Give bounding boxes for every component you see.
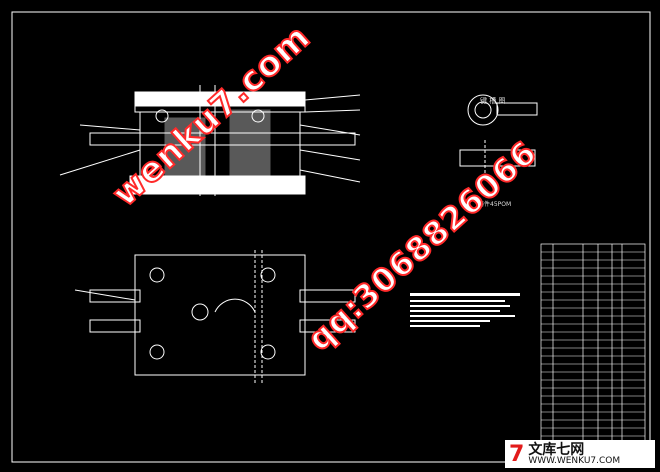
logo-text-cn: 文库七网 — [528, 441, 585, 458]
top-view — [74, 250, 356, 385]
notes-block — [410, 293, 520, 327]
parts-table-rows — [541, 251, 645, 437]
logo-mark: 7 — [509, 441, 525, 467]
logo-url: WWW.WENKU7.COM — [528, 455, 621, 466]
parts-table — [540, 243, 646, 445]
detail-caption: 铸件45POM — [478, 201, 512, 208]
detail-title: 键 槽 图 — [480, 97, 506, 105]
front-view — [59, 85, 361, 196]
detail-part — [459, 94, 538, 180]
wenku7-logo: 7 文库七网 WWW.WENKU7.COM — [505, 440, 655, 468]
drawing-frame — [11, 11, 651, 463]
